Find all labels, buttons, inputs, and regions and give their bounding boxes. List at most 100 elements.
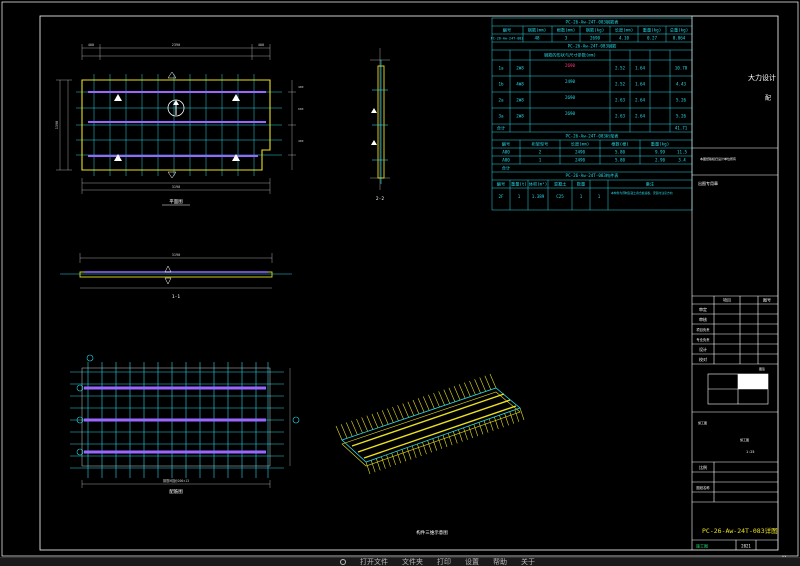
rebar-row-w1: 2.63 xyxy=(615,114,626,119)
rebar-table xyxy=(491,17,693,211)
toolbar-about[interactable]: 关于 xyxy=(521,557,535,566)
truss-cell: 11.5 xyxy=(677,150,688,155)
truss-cell: 1 xyxy=(539,158,542,163)
drawing-label: 图号 xyxy=(763,297,771,303)
role-label: 专业负责 xyxy=(696,337,710,342)
iso-tick-top xyxy=(371,413,379,428)
toolbar-settings[interactable]: 设置 xyxy=(465,557,479,566)
material-header: 编号 xyxy=(497,181,505,188)
truss-header: 长度(mm) xyxy=(571,141,589,148)
section-dim: 3190 xyxy=(172,253,180,257)
iso-tick-bottom xyxy=(452,431,458,444)
stamp-label: 图签 xyxy=(759,366,765,371)
rebar-table-header: 根数(mm) xyxy=(557,27,575,34)
iso-tick-bottom xyxy=(365,461,371,475)
iso-tick-bottom xyxy=(417,443,422,457)
plan-dim-top: 400 xyxy=(88,43,94,47)
plan-view: 400 2390 400 3190 1390 400 600 400 平面图 xyxy=(55,43,304,206)
stamp-fill xyxy=(738,374,768,389)
bottom-toolbar: 打开文件 文件夹 打印 设置 帮助 关于 xyxy=(0,557,800,566)
material-note: 本构件为预制混凝土叠合板底板，安装时注意方向 xyxy=(611,191,673,195)
rebar-table-header: 编号 xyxy=(503,27,511,34)
rebar-row-w3: 4.43 xyxy=(676,82,687,87)
iso-tick-bottom xyxy=(422,442,427,455)
iso-tick-top xyxy=(407,401,415,416)
iso-tick-bottom xyxy=(370,460,376,473)
toolbar-open-file[interactable]: 打开文件 xyxy=(360,557,388,566)
stage-badge: 施工图 xyxy=(696,543,708,549)
truss-cell: 2.90 xyxy=(655,158,666,163)
inner-frame xyxy=(39,15,779,551)
truss-cell: 9.99 xyxy=(655,150,666,155)
iso-tick-top xyxy=(479,377,487,392)
plan-dim-top: 400 xyxy=(258,43,264,47)
iso-tick-bottom xyxy=(447,433,453,446)
iso-tick-bottom xyxy=(509,411,515,424)
rebar-plan: 钢筋间距@200×13 配筋图 xyxy=(70,354,300,495)
rebar-row-id: 1a xyxy=(498,66,504,71)
iso-tick-top xyxy=(412,399,420,415)
rebar-row-len: 2690 xyxy=(565,111,576,116)
zoom-icon[interactable] xyxy=(340,559,346,565)
iso-tick-bottom xyxy=(381,456,386,469)
iso-tick-top xyxy=(417,398,425,413)
truss-cell: A80 xyxy=(502,150,510,155)
material-cell: 1 xyxy=(598,194,601,199)
iso-tick-top xyxy=(474,379,481,394)
rebar-table-cell: 4.10 xyxy=(619,36,630,41)
isometric-view: 构件三维示意图 xyxy=(335,373,525,536)
rebar-table-header: 长度(mm) xyxy=(615,27,633,34)
iso-tick-bottom xyxy=(478,422,484,435)
iso-tick-top xyxy=(464,382,471,397)
rebar-row-w2: 2.64 xyxy=(635,114,646,119)
iso-tick-top xyxy=(443,389,451,404)
rebar-table-cell: 3 xyxy=(565,36,568,41)
rebar-row-w1: 2.52 xyxy=(615,66,626,71)
iso-tick-bottom xyxy=(432,438,438,451)
rebar-table-cell: 48 xyxy=(534,36,540,41)
iso-tick-bottom xyxy=(494,416,499,430)
iso-tick-top xyxy=(448,387,456,402)
rebar-sub-head: 钢筋的形状与尺寸参数(mm) xyxy=(544,52,596,59)
truss-cell: 3.4 xyxy=(678,158,686,163)
scale-value: 1:25 xyxy=(746,450,754,454)
iso-tick-bottom xyxy=(396,451,402,464)
plan-dim-right: 600 xyxy=(298,107,304,111)
role-label: 设计 xyxy=(699,346,707,352)
company-sub: 配 xyxy=(765,95,771,102)
rebar-table-header: 总重(kg) xyxy=(670,27,688,33)
rebar-table-cell: PC-26-Aw-24T-083 xyxy=(491,37,524,41)
iso-tick-top xyxy=(345,422,353,437)
role-label: 审定 xyxy=(699,306,707,312)
rebar-row-len: 2690 xyxy=(565,63,576,68)
iso-tick-top xyxy=(428,394,435,409)
truss-total-label: 合计 xyxy=(502,165,510,172)
role-label: 审核 xyxy=(699,316,707,322)
toolbar-print[interactable]: 打印 xyxy=(437,557,451,566)
rebar-table-text: PC-26-Aw-24T-083钢筋表 编号 钢筋(mm) 根数(mm) 钢筋(… xyxy=(491,19,689,200)
rebar-table-header: 钢筋(mm) xyxy=(528,27,546,34)
material-cell: 2F xyxy=(498,194,504,199)
title-block-text: 大力设计 配 本图纸版权归设计单位所有 出图专用章 项目 图号 审定 审核 项目… xyxy=(696,73,786,559)
truss-cell: 2490 xyxy=(575,150,586,155)
rebar-table-header: 钢筋(kg) xyxy=(586,27,604,34)
truss-cell: A80 xyxy=(502,158,510,163)
iso-tick-bottom xyxy=(458,429,463,442)
rebar-sub-title: PC-26-Aw-24T-083钢筋 xyxy=(568,43,617,50)
rebar-plan-dim: 钢筋间距@200×13 xyxy=(163,478,189,483)
iso-tick-bottom xyxy=(391,452,396,466)
long-section: 3190 1-1 xyxy=(60,253,292,300)
toolbar-help[interactable]: 帮助 xyxy=(493,557,507,566)
stage-label: 施工图 xyxy=(698,420,707,425)
iso-tick-top xyxy=(469,380,476,396)
truss-table-title: PC-26-Aw-24T-083桁架表 xyxy=(566,133,620,140)
iso-tick-bottom xyxy=(427,440,432,453)
iso-tick-bottom xyxy=(375,458,381,471)
rebar-table-cell: 2690 xyxy=(590,36,601,41)
toolbar-folder[interactable]: 文件夹 xyxy=(402,557,423,566)
rebar-row-w2: 1.64 xyxy=(635,82,646,87)
iso-tick-top xyxy=(402,403,410,418)
iso-tick-top xyxy=(422,396,430,411)
iso-tick-top xyxy=(489,373,497,389)
